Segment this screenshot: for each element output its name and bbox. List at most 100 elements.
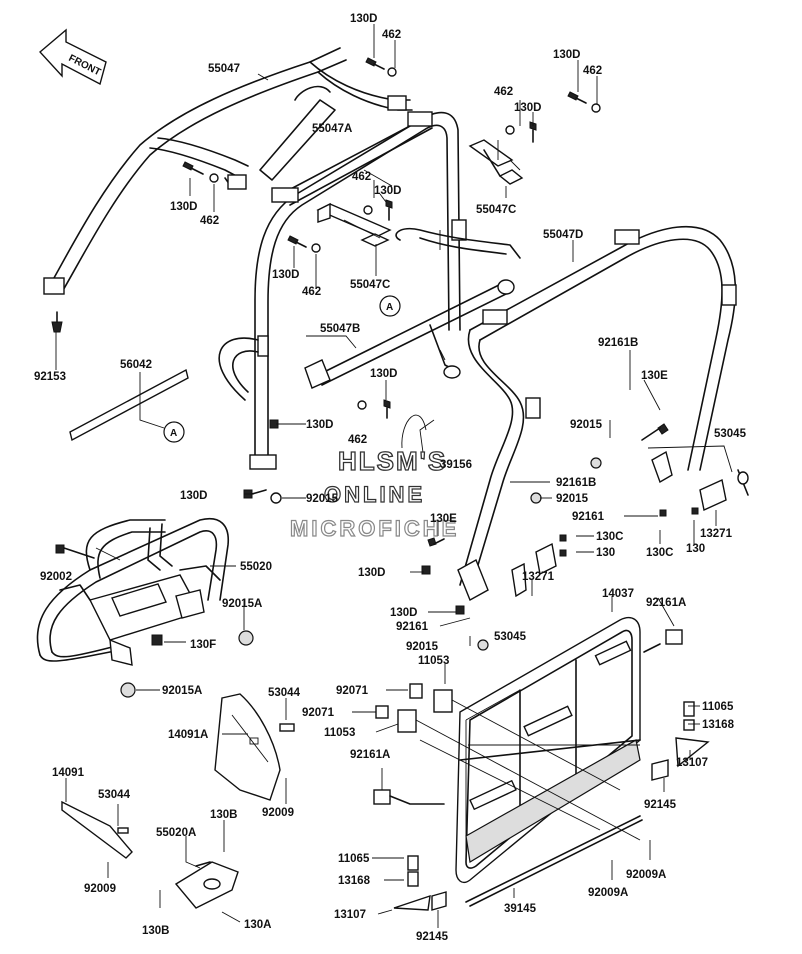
bolt-icon [51,311,63,333]
part-label: 92015 [570,419,603,431]
part-label: 130D [170,201,198,213]
nut-icon [530,492,542,504]
bolts [51,57,699,698]
part-label: 130 [686,543,705,555]
part-label: 92009 [84,883,116,895]
part-label: 92071 [302,707,335,719]
part-label: 92161B [556,477,596,489]
watermark-line-2: ONLINE [324,482,425,507]
part-label: 92145 [644,799,677,811]
bolt-icon [421,565,431,575]
part-label: 92015A [222,598,262,610]
part-label: 130D [272,269,300,281]
part-label: 130 [596,547,615,559]
part-label: 130E [430,513,457,525]
bolt-icon [559,549,567,557]
watermark-line-3: MICROFICHE [290,516,459,541]
part-label: 55047A [312,123,352,135]
part-label: 92161A [350,749,390,761]
svg-text:A: A [386,302,393,313]
washer-icon [357,400,367,410]
part-label: 11053 [418,655,449,667]
washer-icon [311,243,321,253]
bolt-icon [691,507,699,515]
part-label: 462 [352,171,371,183]
part-label: 130C [646,547,674,559]
roll-cage-front-55047 [43,47,413,295]
part-label: 130B [142,925,170,937]
hinge-rod-39145 [465,815,643,907]
part-label: 55020A [156,827,196,839]
bolt-icon [641,423,669,441]
part-label: 462 [583,65,602,77]
part-label: 13271 [522,571,555,583]
part-label: 13271 [700,528,733,540]
roll-bar-55047d [457,225,737,601]
bolt-icon [529,121,537,143]
nut-icon [120,682,136,698]
part-label: 462 [348,434,367,446]
part-label: 130D [358,567,386,579]
bolt-icon [365,57,385,70]
part-label: 11053 [324,727,355,739]
pin-53044-upper [279,723,295,732]
part-label: 55047C [476,204,516,216]
part-label: 462 [200,215,219,227]
part-label: 130A [244,919,272,931]
part-label: 92002 [40,571,72,583]
tape-strip-56042 [69,368,189,442]
washer-icon [387,67,397,77]
bolt-icon [287,235,307,248]
bolt-icon [385,199,393,221]
part-label: 92009A [626,869,666,881]
part-label: 92161 [396,621,429,633]
part-label: 130B [210,809,238,821]
part-label: 92009A [588,887,628,899]
rear-brace-39156 [395,227,521,449]
watermark: HLSM'S ONLINE MICROFICHE [289,445,459,541]
part-label: 11065 [338,853,370,865]
part-label: 55047B [320,323,360,335]
watermark-line-1: HLSM'S [338,446,447,476]
bolt-icon [455,605,465,615]
bolt-icon [659,509,667,517]
nut-icon [238,630,254,646]
part-label: 130C [596,531,624,543]
callout-a-lower: A [163,421,185,443]
part-label: 14091A [168,729,208,741]
part-label: 92071 [336,685,369,697]
nut-icon [477,639,489,651]
part-label: 55020 [240,561,272,573]
part-label: 53045 [494,631,527,643]
part-label: 11065 [702,701,734,713]
part-label: 53044 [268,687,301,699]
part-label: 55047D [543,229,583,241]
front-bumper-55020 [36,518,229,666]
part-label: 462 [494,86,513,98]
part-label: 92015 [306,493,339,505]
part-label: 130D [553,49,581,61]
cross-bar-55047b [304,279,515,389]
bracket-55020a [174,861,239,909]
part-label: 92153 [34,371,66,383]
bolt-icon [182,161,204,175]
washer-icon [270,492,282,504]
part-label: 39156 [440,459,472,471]
part-label: 462 [302,286,321,298]
bolt-icon [383,399,391,419]
part-label: 130D [514,102,542,114]
part-label: 92015A [162,685,202,697]
part-label: 13168 [338,875,371,887]
latch-53045-right [699,469,749,512]
part-label: 14091 [52,767,85,779]
callout-a-upper: A [379,295,401,317]
part-label: 92161A [646,597,686,609]
part-label: 130D [350,13,378,25]
part-label: 92145 [416,931,449,943]
bolt-icon [427,537,445,547]
part-label: 130F [190,639,216,651]
rear-panel-14037 [455,616,641,884]
svg-text:A: A [170,428,177,439]
part-label: 53045 [714,428,747,440]
part-label: 92015 [406,641,439,653]
